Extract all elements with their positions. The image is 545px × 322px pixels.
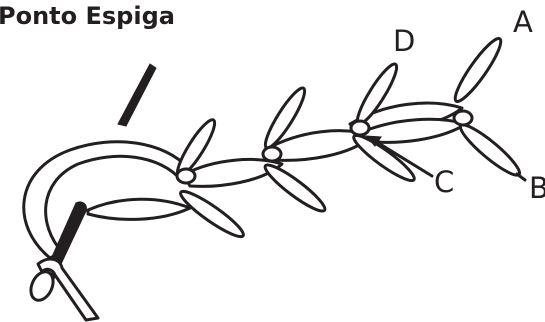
stitch-lower <box>261 160 329 217</box>
label-b: B <box>529 172 545 204</box>
stitch-crossing <box>263 147 281 161</box>
diagram-title: Ponto Espiga <box>0 2 175 30</box>
thread-loop <box>88 199 190 219</box>
stitch-crossing <box>454 111 472 125</box>
label-c: C <box>434 166 454 198</box>
stitch-upper <box>450 34 507 105</box>
leader-line-b <box>517 174 525 180</box>
stitch-crossing <box>177 169 195 183</box>
label-d: D <box>393 25 415 57</box>
stitch-mark <box>118 64 156 126</box>
stitch-crossing <box>351 121 369 135</box>
label-a: A <box>513 6 533 38</box>
stitch-lower <box>456 119 525 180</box>
stitch-lower <box>177 186 248 242</box>
